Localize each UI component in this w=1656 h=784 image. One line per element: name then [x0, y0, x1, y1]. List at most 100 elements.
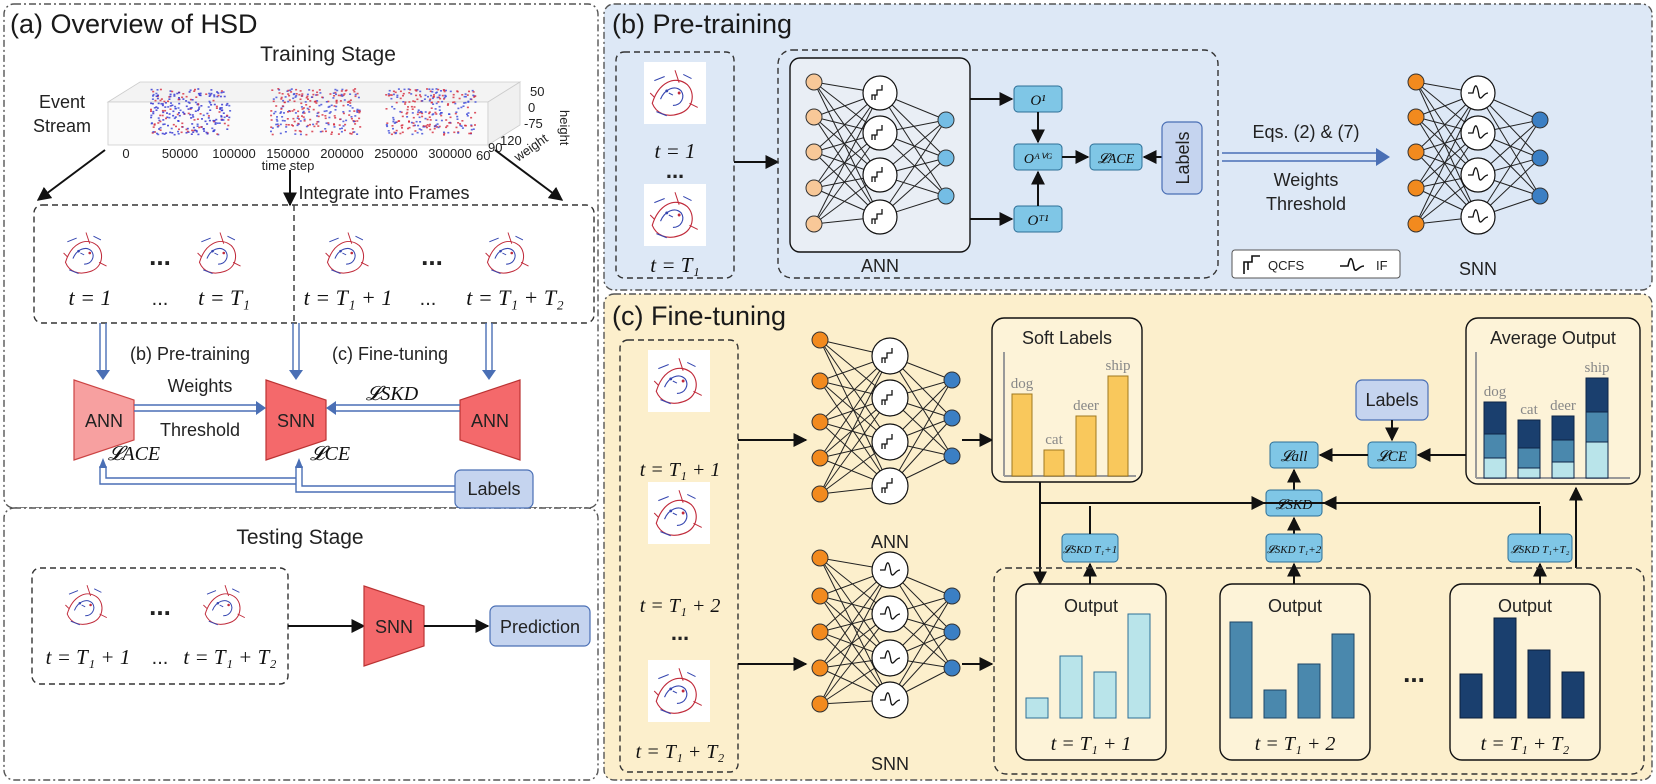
b-frames-box: [615, 51, 735, 279]
soft-bar-label: ship: [1105, 358, 1130, 374]
avg-bar-deer: [1551, 461, 1575, 479]
svg-text:𝓛SKD T₁+T₂: 𝓛SKD T₁+T₂: [1511, 544, 1570, 556]
avg-bar-label: cat: [1520, 402, 1538, 418]
l-skd-label: 𝓛SKD: [366, 383, 419, 405]
avg-bar-cat: [1517, 447, 1541, 469]
frames-box: [33, 204, 595, 324]
weights-label: Weights: [168, 376, 233, 396]
test-frames-start: t = T₁ + 1: [46, 645, 131, 669]
ann-left-block: [73, 379, 135, 461]
x-tick: 200000: [320, 146, 363, 161]
input-neuron: [805, 215, 823, 233]
event-stream-label-2: Stream: [33, 116, 91, 136]
frames-left-start: t = 1: [69, 285, 112, 310]
c-frame: [648, 482, 710, 544]
avg-bar-label: ship: [1584, 360, 1609, 376]
frames-right-start: t = T₁ + 1: [304, 285, 393, 310]
b-tT: t = T₁: [650, 253, 700, 277]
input-neuron: [805, 108, 823, 126]
soft-bar-deer: [1075, 415, 1097, 477]
avg-bar-cat: [1517, 419, 1541, 449]
b-frame: [644, 184, 706, 246]
output-dots: ...: [1403, 658, 1425, 688]
svg-text:Oᵀ¹: Oᵀ¹: [1027, 213, 1049, 229]
input-neuron: [805, 179, 823, 197]
b-snn-label: SNN: [1459, 259, 1497, 279]
threshold-label: Threshold: [160, 420, 240, 440]
output-bars: [1025, 613, 1585, 719]
snn-block: [265, 379, 327, 461]
output-1-bar: [1059, 655, 1083, 719]
test-frame: [198, 578, 252, 632]
if-icon: [1468, 85, 1489, 99]
x-tick: 150000: [266, 146, 309, 161]
input-neuron: [811, 449, 829, 467]
hidden-neuron: [862, 157, 898, 193]
c-t2: t = T₁ + 2: [640, 595, 721, 617]
output-neuron: [1531, 187, 1549, 205]
c-t1: t = T₁ + 1: [640, 459, 721, 481]
avg-bar-ship: [1585, 411, 1609, 443]
input-neuron: [1407, 179, 1425, 197]
svg-text:𝓛SKD: 𝓛SKD: [1276, 498, 1313, 513]
event-frame: [192, 225, 248, 281]
qcfs-icon: [1243, 255, 1260, 274]
output-3-title: Output: [1498, 596, 1552, 616]
output-neuron: [943, 623, 961, 641]
test-frames-dots: ...: [149, 591, 171, 621]
input-neuron: [805, 143, 823, 161]
l-ce-label: 𝓛CE: [310, 443, 350, 465]
output-3-bar: [1459, 673, 1483, 719]
c-lskd-2-box: 𝓛SKD T₁+2: [1265, 533, 1323, 563]
svg-text:𝓛all: 𝓛all: [1281, 449, 1308, 465]
output-neuron: [937, 187, 955, 205]
test-snn-block: [363, 585, 425, 667]
qcfs-icon: [881, 348, 893, 363]
ann-right-label: ANN: [471, 411, 509, 431]
input-neuron: [811, 695, 829, 713]
legend-if: IF: [1376, 258, 1388, 273]
snn-label: SNN: [277, 411, 315, 431]
output-neuron: [943, 659, 961, 677]
soft-bar-label: deer: [1073, 398, 1099, 414]
x-tick: 250000: [374, 146, 417, 161]
avg-bar-cat: [1517, 467, 1541, 479]
input-neuron: [811, 372, 829, 390]
output-2-bar: [1297, 663, 1321, 719]
event-frame: [480, 225, 536, 281]
y-axis-label: height: [557, 110, 572, 146]
training-stage-label: Training Stage: [260, 43, 396, 66]
b-t1: t = 1: [654, 139, 695, 163]
output-1-bar: [1127, 613, 1151, 719]
qcfs-icon: [881, 434, 893, 449]
soft-bar-cat: [1043, 449, 1065, 477]
svg-text:Labels: Labels: [1365, 390, 1418, 410]
panel-a-testing-frame: [3, 507, 599, 781]
prediction-text: Prediction: [500, 617, 580, 637]
avg-bar-deer: [1551, 415, 1575, 441]
b-legend: QCFS IF: [1231, 249, 1401, 279]
qcfs-icon: [881, 478, 893, 493]
output-neuron: [937, 111, 955, 129]
if-icon: [1340, 257, 1365, 272]
output-1-bar: [1025, 697, 1049, 719]
hidden-neuron: [862, 115, 898, 151]
c-labels-box: Labels: [1355, 379, 1429, 421]
b-ann-loss-box: [777, 49, 1219, 279]
if-icon: [880, 562, 901, 576]
output-2-bar: [1263, 689, 1287, 719]
soft-bar-ship: [1107, 375, 1129, 477]
b-labels-box: Labels: [1161, 121, 1203, 195]
ann-left-label: ANN: [85, 411, 123, 431]
output-2-t: t = T₁ + 2: [1255, 733, 1336, 755]
input-neuron: [811, 659, 829, 677]
output-1-t: t = T₁ + 1: [1051, 733, 1132, 755]
if-icon: [880, 606, 901, 620]
hidden-neuron: [871, 379, 909, 417]
c-ann-label: ANN: [871, 532, 909, 552]
testing-stage-label: Testing Stage: [236, 526, 363, 549]
avg-output-title: Average Output: [1490, 328, 1616, 348]
event-stream-label-1: Event: [39, 92, 85, 112]
svg-text:𝓛SKD T₁+1: 𝓛SKD T₁+1: [1063, 544, 1117, 556]
